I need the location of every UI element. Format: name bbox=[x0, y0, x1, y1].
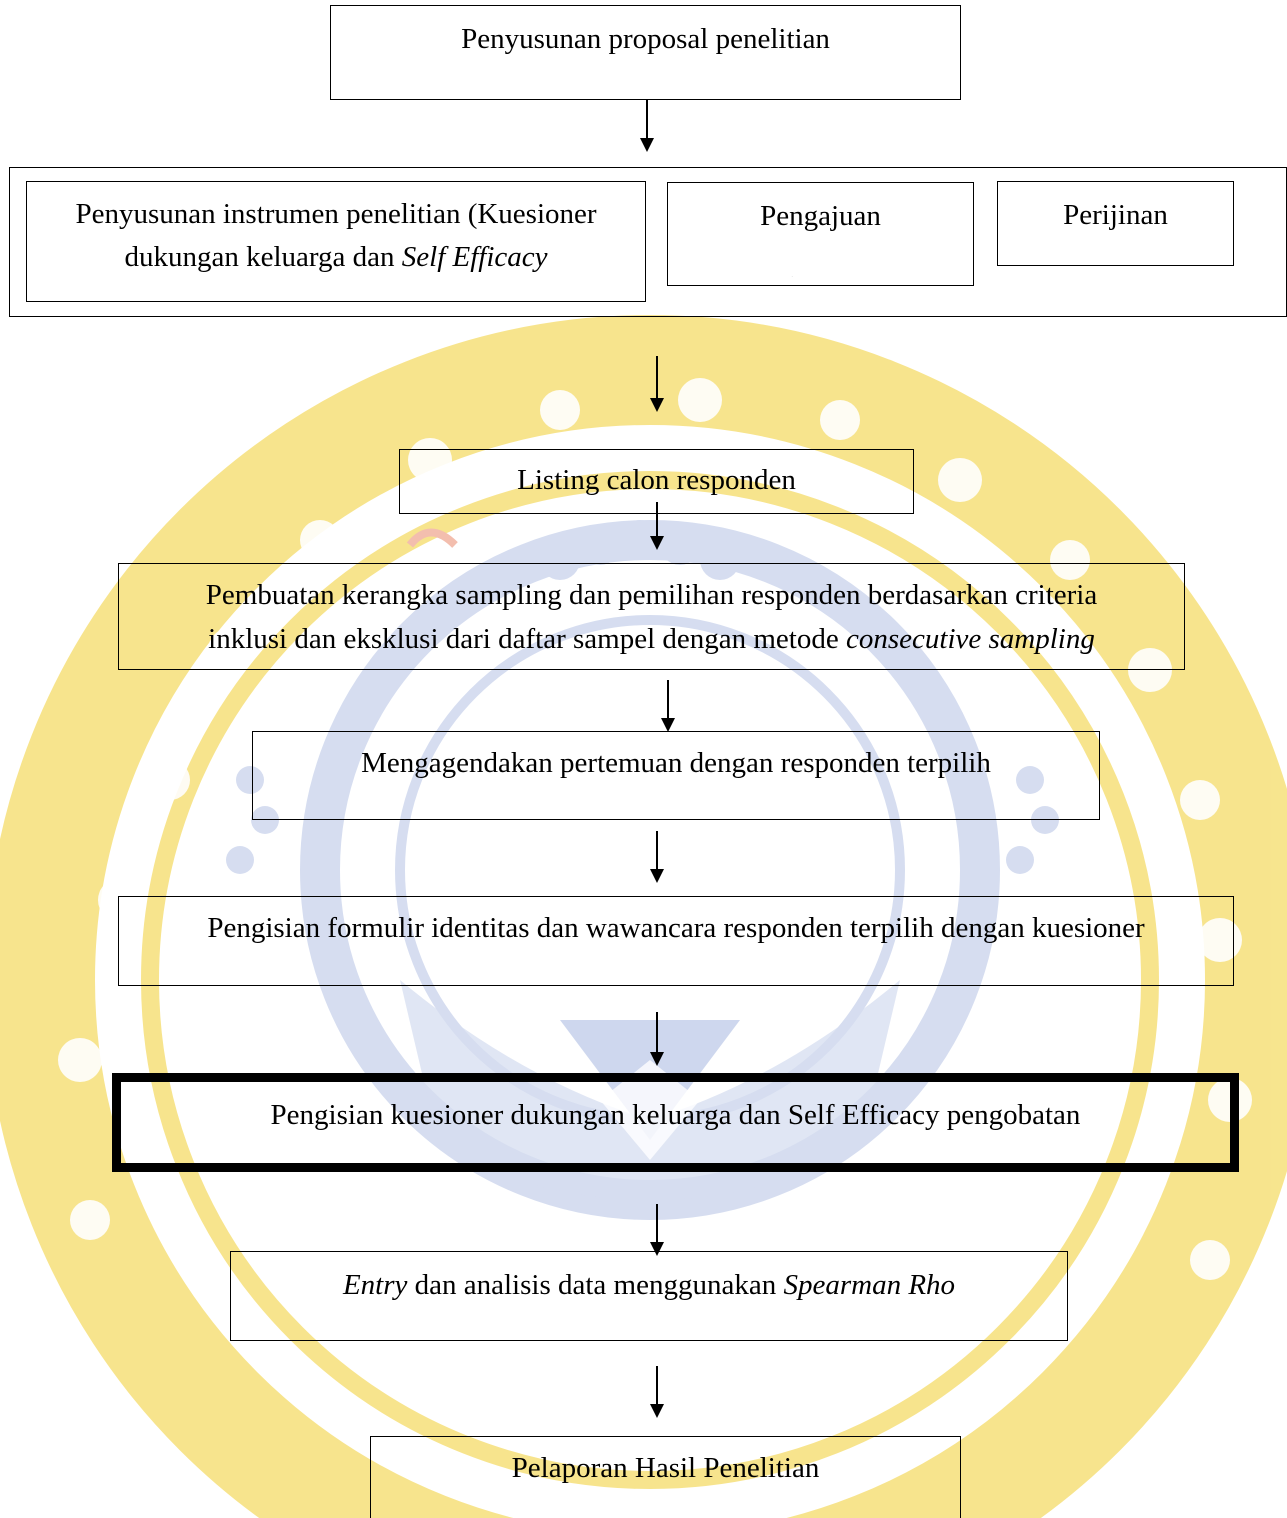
step-questionnaire-box: Pengisian kuesioner dukungan keluarga da… bbox=[112, 1073, 1239, 1172]
step-identity-form-text: Pengisian formulir identitas dan wawanca… bbox=[207, 912, 1145, 944]
consecutive-sampling-italic: consecutive sampling bbox=[845, 623, 1095, 655]
step-sampling-box: Pembuatan kerangka sampling dan pemiliha… bbox=[118, 563, 1185, 670]
step-submission-box: Pengajuan , . , , bbox=[667, 182, 974, 286]
step-analysis-text: dan analisis data menggunakan bbox=[407, 1269, 784, 1301]
arrow-down-icon bbox=[647, 356, 667, 412]
arrow-down-icon bbox=[647, 502, 667, 550]
step-proposal-box: Penyusunan proposal penelitian bbox=[330, 5, 961, 100]
step-sampling-line1: Pembuatan kerangka sampling dan pemiliha… bbox=[205, 579, 1098, 611]
arrow-down-icon bbox=[647, 1012, 667, 1066]
step-sampling-line2: inklusi dan eksklusi dari daftar sampel … bbox=[208, 623, 846, 655]
arrow-down-icon bbox=[647, 1204, 667, 1256]
entry-italic: Entry bbox=[342, 1269, 408, 1301]
step-listing-text: Listing calon responden bbox=[517, 464, 796, 496]
step-questionnaire-text: Pengisian kuesioner dukungan keluarga da… bbox=[270, 1099, 1081, 1131]
step-report-text: Pelaporan Hasil Penelitian bbox=[511, 1452, 820, 1484]
spearman-rho-italic: Spearman Rho bbox=[783, 1269, 956, 1301]
step-identity-form-box: Pengisian formulir identitas dan wawanca… bbox=[118, 896, 1234, 986]
step-instrument-line1: Penyusunan instrumen penelitian (Kuesion… bbox=[75, 198, 597, 230]
arrow-down-icon bbox=[637, 100, 657, 152]
step-permit-text: Perijinan bbox=[1063, 199, 1168, 231]
arrow-down-icon bbox=[658, 680, 678, 732]
arrow-down-icon bbox=[647, 1366, 667, 1418]
step-proposal-text: Penyusunan proposal penelitian bbox=[461, 23, 830, 55]
step-submission-text: Pengajuan bbox=[760, 200, 881, 232]
step-report-box: Pelaporan Hasil Penelitian bbox=[370, 1436, 961, 1518]
step-meeting-text: Mengagendakan pertemuan dengan responden… bbox=[361, 747, 991, 779]
step-analysis-box: Entry dan analisis data menggunakan Spea… bbox=[230, 1251, 1068, 1341]
step-permit-box: Perijinan bbox=[997, 181, 1234, 266]
step-instrument-line2: dukungan keluarga dan bbox=[124, 241, 402, 273]
university-seal-watermark-icon bbox=[0, 315, 1287, 1518]
self-efficacy-italic: Self Efficacy bbox=[401, 241, 548, 273]
step-submission-cutoff-text: , . , , bbox=[746, 261, 895, 277]
arrow-down-icon bbox=[647, 831, 667, 883]
step-instrument-box: Penyusunan instrumen penelitian (Kuesion… bbox=[26, 181, 646, 302]
step-meeting-box: Mengagendakan pertemuan dengan responden… bbox=[252, 731, 1100, 820]
